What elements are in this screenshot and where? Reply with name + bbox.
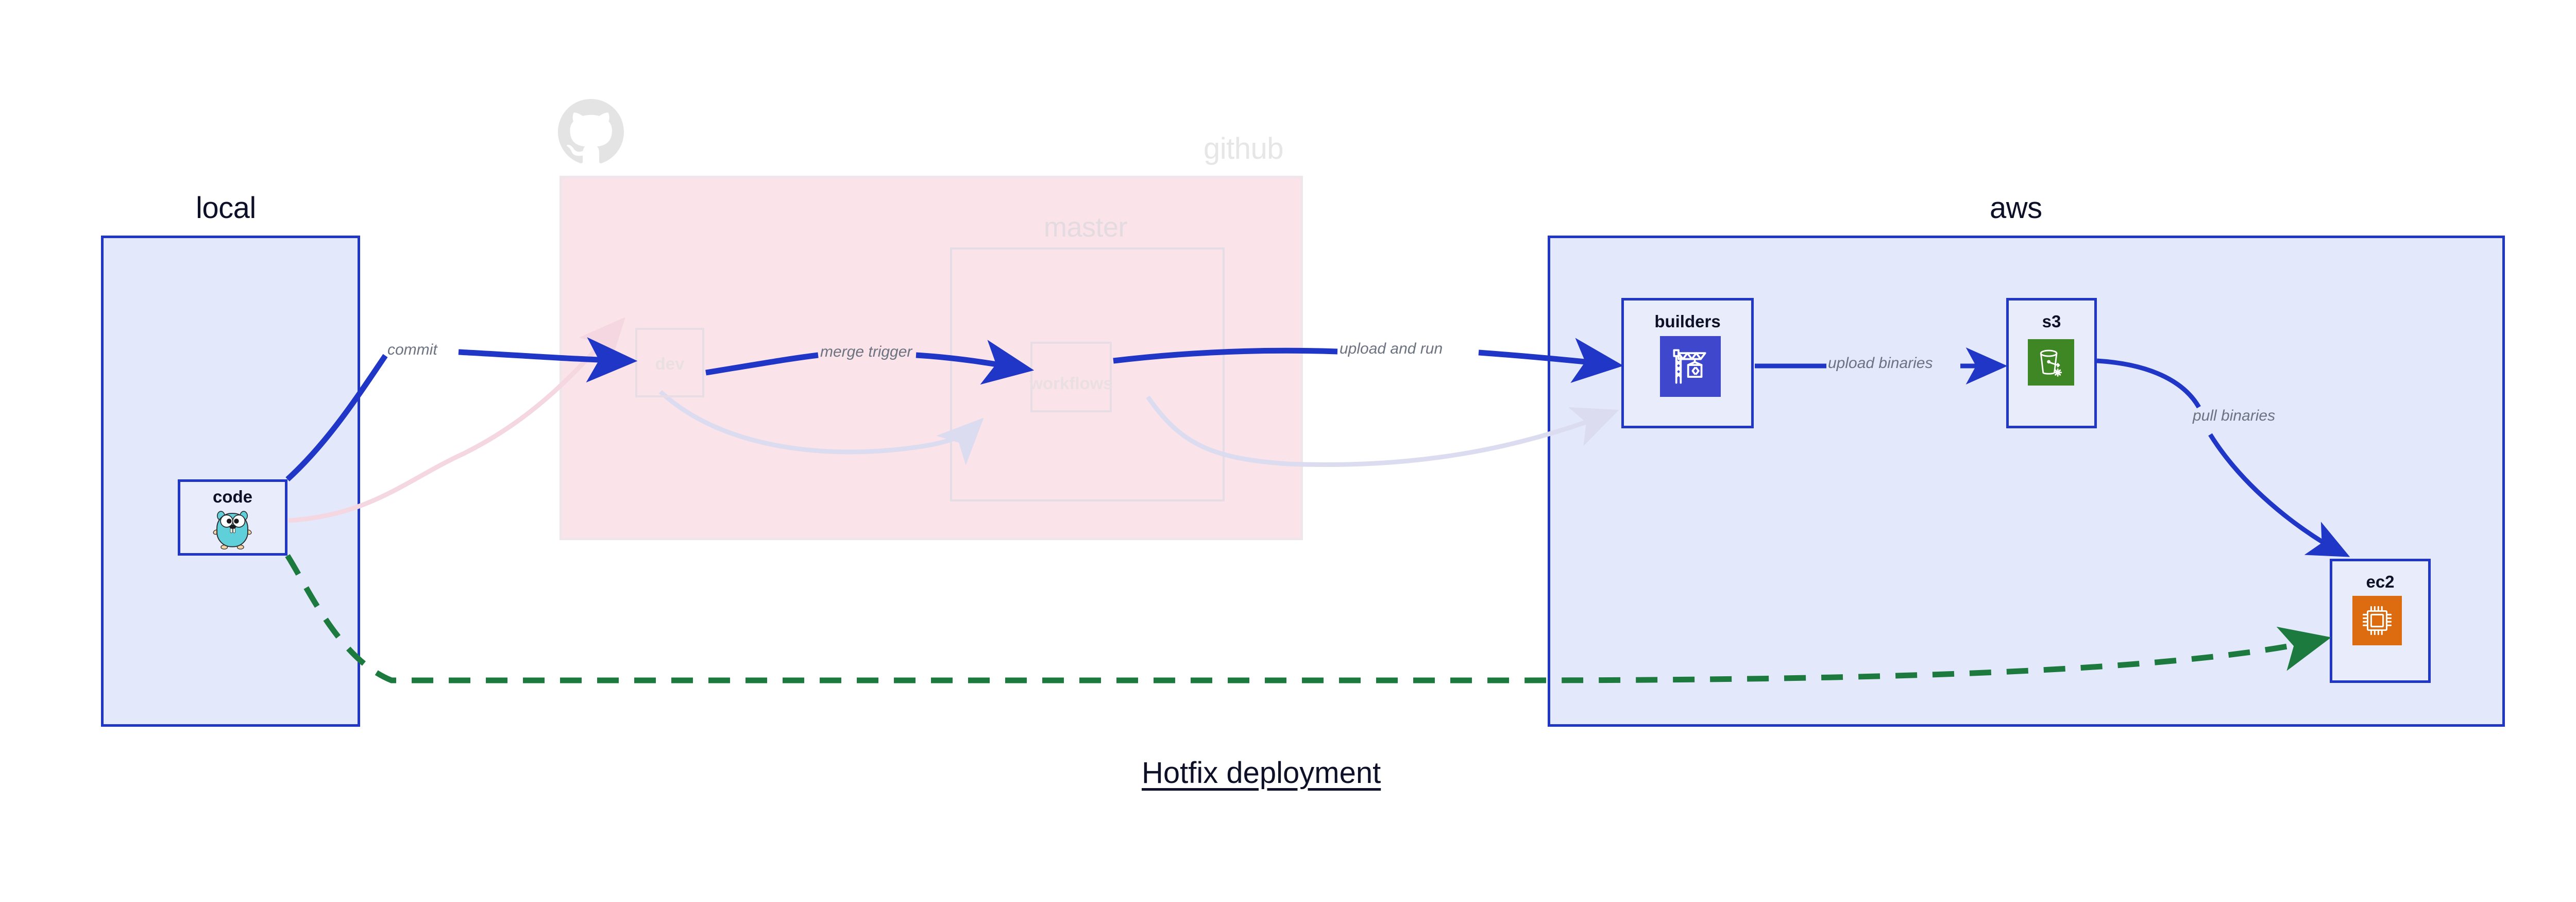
edge-label-upload-and-run: upload and run <box>1340 340 1443 357</box>
go-gopher-icon <box>212 508 253 550</box>
aws-codebuild-crane-icon <box>1660 336 1721 397</box>
edge-label-pull-binaries: pull binaries <box>2193 407 2276 424</box>
node-label-builders: builders <box>1654 312 1721 331</box>
group-label-master: master <box>1044 212 1128 243</box>
node-label-s3: s3 <box>2042 312 2061 331</box>
group-label-github: github <box>1204 132 1284 165</box>
group-label-local: local <box>196 191 256 225</box>
group-master <box>950 247 1225 502</box>
edge-label-upload-binaries: upload binaries <box>1828 355 1933 372</box>
edge-label-merge-trigger: merge trigger <box>820 343 912 360</box>
aws-ec2-chip-icon <box>2352 596 2402 645</box>
node-label-code: code <box>212 487 253 506</box>
node-label-dev: dev <box>655 354 685 373</box>
aws-s3-bucket-icon <box>2028 339 2074 386</box>
group-label-aws: aws <box>1990 191 2042 225</box>
page-title: Hotfix deployment <box>1142 756 1381 790</box>
github-octocat-icon <box>558 99 624 165</box>
node-label-workflows: workflows <box>1029 374 1113 393</box>
node-label-ec2: ec2 <box>2366 572 2395 591</box>
edge-label-commit: commit <box>387 341 437 358</box>
